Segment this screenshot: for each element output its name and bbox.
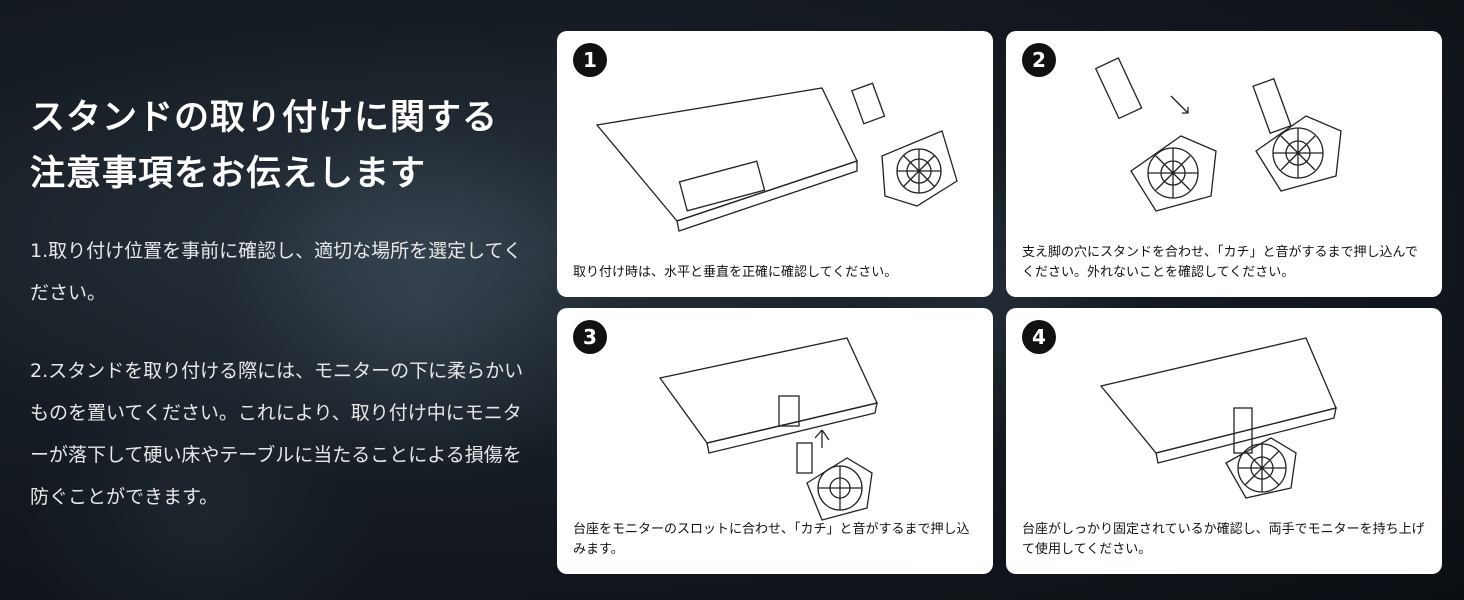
step-caption: 台座をモニターのスロットに合わせ、「カチ」と音がするまで押し込みます。 [573, 522, 970, 557]
monitor-back-and-stand-illustration [595, 82, 958, 232]
step-caption: 支え脚の穴にスタンドを合わせ、「カチ」と音がするまで押し込んでください。外れない… [1022, 245, 1418, 280]
note-1: 1.取り付け位置を事前に確認し、適切な場所を選定してください。 [30, 240, 522, 304]
step-card-2: 2 支え脚の穴にスタンドを合わせ、「カチ」と音がするまで押し込んでください。外れ… [1006, 31, 1442, 297]
step-number-badge: 3 [573, 320, 607, 354]
step-caption: 台座がしっかり固定されているか確認し、両手でモニターを持ち上げて使用してください… [1022, 522, 1425, 557]
assembled-monitor-illustration [1099, 337, 1337, 499]
step-card-3: 3 台座をモニターのスロットに合わせ、「カチ」と音がするまで押し込みます。 [557, 308, 993, 574]
step-card-4: 4 台座がしっかり固定されているか確認し、両手でモニターを持ち上げて使用してくだ… [1006, 308, 1442, 574]
title-line-1: スタンドの取り付けに関する [30, 98, 499, 138]
base-to-monitor-illustration [658, 337, 878, 521]
stand-attach-illustration [1094, 57, 1342, 212]
step-caption: 取り付け時は、水平と垂直を正確に確認してください。 [573, 265, 898, 280]
step-number-badge: 2 [1022, 43, 1056, 77]
title-line-2: 注意事項をお伝えします [30, 154, 427, 194]
step-card-1: 1 取り付け時は、水平と垂直を正確に確認してください。 [557, 31, 993, 297]
page-title: スタンドの取り付けに関する 注意事項をお伝えします [30, 90, 498, 202]
step-number-badge: 4 [1022, 320, 1056, 354]
note-2: 2.スタンドを取り付ける際には、モニターの下に柔らかいものを置いてください。これ… [30, 360, 524, 508]
step-number-badge: 1 [573, 43, 607, 77]
